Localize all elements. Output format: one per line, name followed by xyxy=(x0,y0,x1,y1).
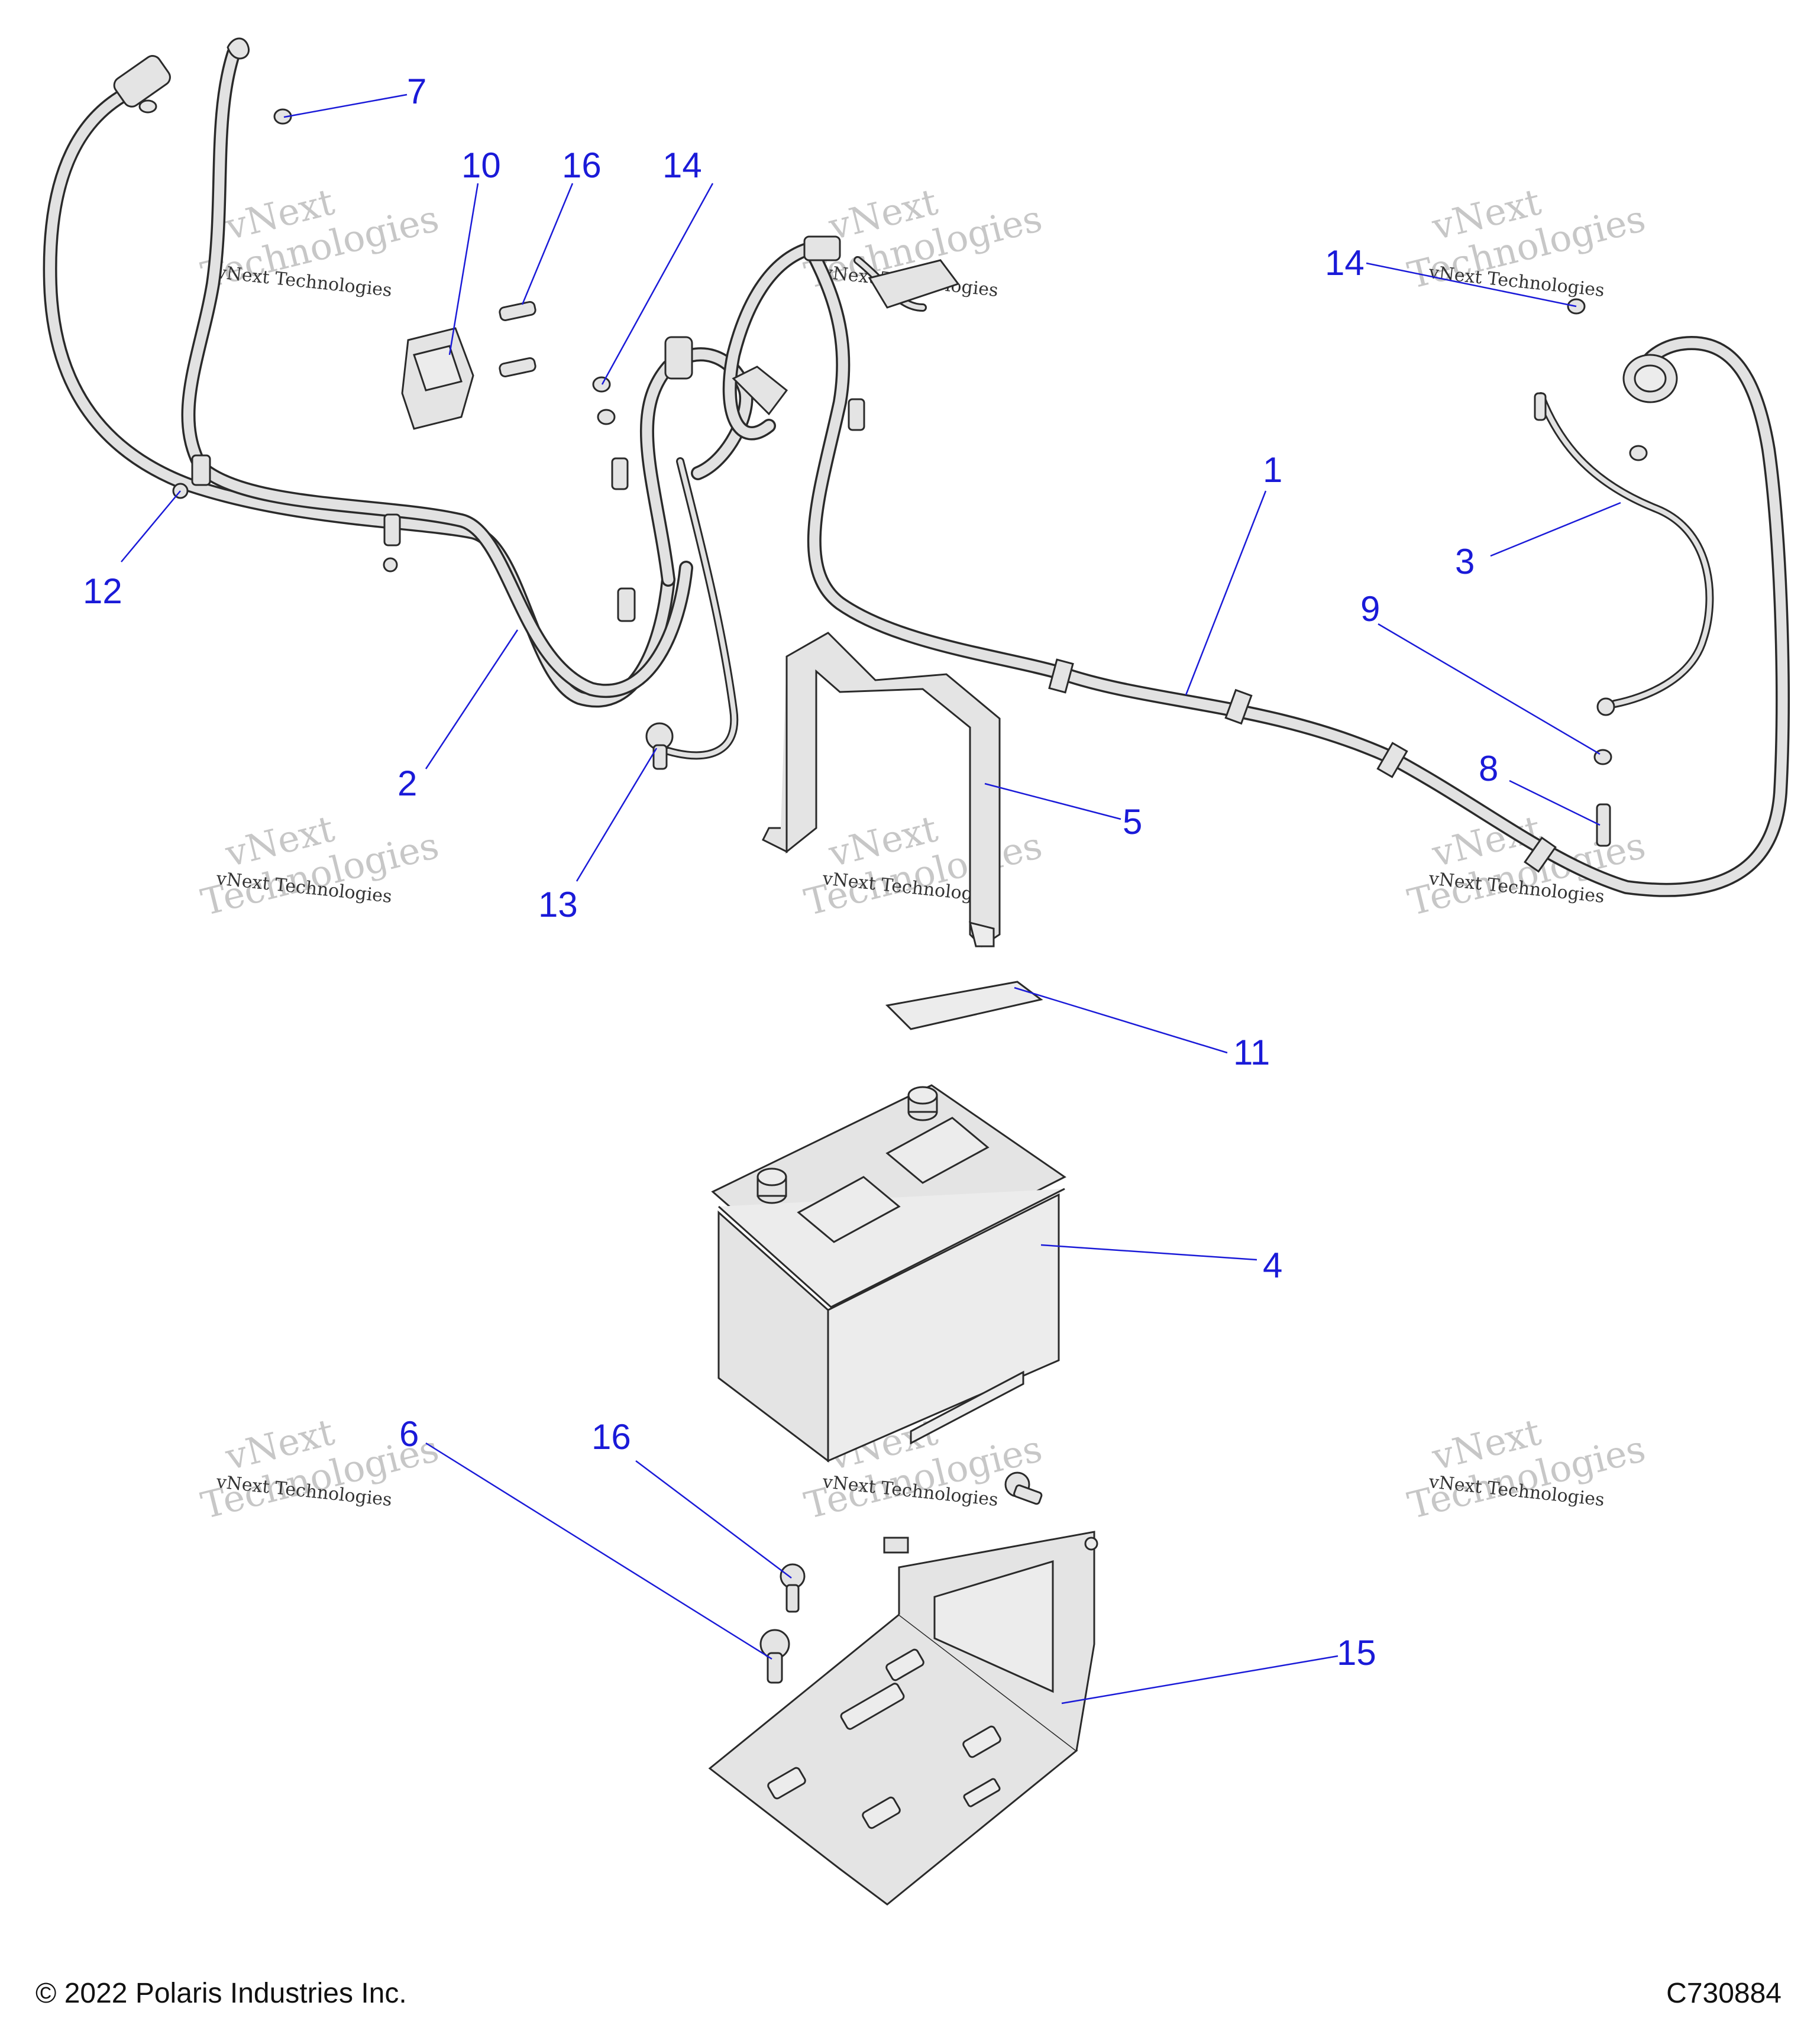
callout-16-lower: 16 xyxy=(591,1417,631,1457)
cable-harness-1 xyxy=(664,235,1790,897)
hold-down-strap-5 xyxy=(761,632,1001,947)
clamps xyxy=(172,398,865,622)
nut-14-left xyxy=(592,376,611,393)
cable-3 xyxy=(1534,392,1714,716)
watermark: vNext Technologies xyxy=(1404,1410,1650,1527)
watermark: vNext Technologies xyxy=(197,807,443,924)
callout-11: 11 xyxy=(1233,1033,1270,1072)
callout-8: 8 xyxy=(1479,749,1498,788)
pad-11 xyxy=(885,981,1043,1030)
callout-15: 15 xyxy=(1337,1633,1376,1673)
callout-6: 6 xyxy=(399,1414,419,1454)
diagram-reference-number: C730884 xyxy=(1666,1978,1782,2009)
callout-12: 12 xyxy=(83,571,122,611)
callout-2: 2 xyxy=(397,764,417,803)
bolt-16-upper xyxy=(499,300,536,322)
clamp-12 xyxy=(191,454,211,486)
watermark: vNext Technologies xyxy=(800,807,1046,924)
cable-terminal xyxy=(113,55,171,108)
callout-10: 10 xyxy=(461,145,501,185)
callout-9: 9 xyxy=(1360,589,1380,629)
leader-lines xyxy=(121,93,1621,1705)
callout-14-left: 14 xyxy=(662,145,702,185)
copyright-text: © 2022 Polaris Industries Inc. xyxy=(35,1978,407,2009)
callout-16-upper: 16 xyxy=(562,145,602,185)
callout-4: 4 xyxy=(1263,1246,1282,1285)
callout-13: 13 xyxy=(538,885,578,924)
callout-3: 3 xyxy=(1455,542,1475,581)
cable-harness-2 xyxy=(43,37,754,760)
callout-14-right: 14 xyxy=(1325,243,1365,283)
battery-tray-15 xyxy=(708,1531,1098,1906)
watermark: vNext Technologies xyxy=(1404,807,1650,924)
stud-8 xyxy=(1596,803,1611,847)
callout-7: 7 xyxy=(407,72,426,111)
callout-5: 5 xyxy=(1123,802,1142,842)
watermark: vNext Technologies xyxy=(197,1410,443,1527)
callout-1: 1 xyxy=(1263,450,1282,490)
battery-4 xyxy=(711,1084,1066,1463)
callout-labels: 1 2 3 4 5 6 7 8 9 10 11 12 13 14 14 15 1… xyxy=(83,72,1498,1673)
